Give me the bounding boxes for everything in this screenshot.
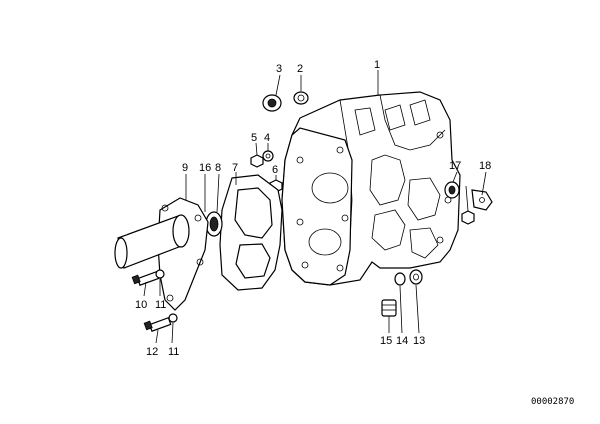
callout-15: 15 bbox=[380, 335, 392, 347]
callout-4: 4 bbox=[264, 132, 270, 144]
fitting-part-17 bbox=[444, 181, 460, 199]
shaft-seal-part-8 bbox=[205, 211, 223, 237]
callout-17: 17 bbox=[449, 160, 461, 172]
diagram-reference-number: 00002870 bbox=[531, 397, 574, 407]
plug-part-16 bbox=[461, 210, 475, 225]
washer-part-11-lower bbox=[168, 313, 178, 323]
callout-1: 1 bbox=[374, 59, 380, 71]
leader-lines bbox=[143, 70, 487, 344]
callout-8: 8 bbox=[215, 162, 221, 174]
sensor-part-18 bbox=[471, 189, 493, 211]
nut-part-13 bbox=[409, 269, 423, 285]
callout-18: 18 bbox=[479, 160, 491, 172]
callout-7: 7 bbox=[232, 162, 238, 174]
callout-12: 12 bbox=[146, 346, 158, 358]
callout-11-upper: 11 bbox=[155, 299, 166, 311]
bearing-cover-part-9 bbox=[114, 197, 209, 311]
callout-3: 3 bbox=[276, 63, 282, 75]
bolt-part-12 bbox=[143, 316, 172, 332]
washer-part-4 bbox=[262, 150, 274, 162]
callout-13: 13 bbox=[413, 335, 425, 347]
callout-11-lower: 11 bbox=[168, 346, 179, 358]
gasket-part-7 bbox=[219, 174, 283, 291]
callout-10: 10 bbox=[135, 299, 147, 311]
callout-2: 2 bbox=[297, 63, 303, 75]
callout-14: 14 bbox=[396, 335, 408, 347]
callout-6: 6 bbox=[272, 164, 278, 176]
callout-5: 5 bbox=[251, 132, 257, 144]
callout-9: 9 bbox=[182, 162, 188, 174]
transmission-housing bbox=[281, 91, 461, 286]
washer-part-11-upper bbox=[155, 269, 165, 279]
plug-part-3 bbox=[262, 94, 282, 112]
bolt-part-15 bbox=[381, 299, 397, 317]
nut-part-5 bbox=[250, 154, 264, 168]
washer-part-14 bbox=[394, 272, 406, 286]
seal-part-2 bbox=[293, 91, 309, 105]
callout-16: 16 bbox=[199, 162, 211, 174]
